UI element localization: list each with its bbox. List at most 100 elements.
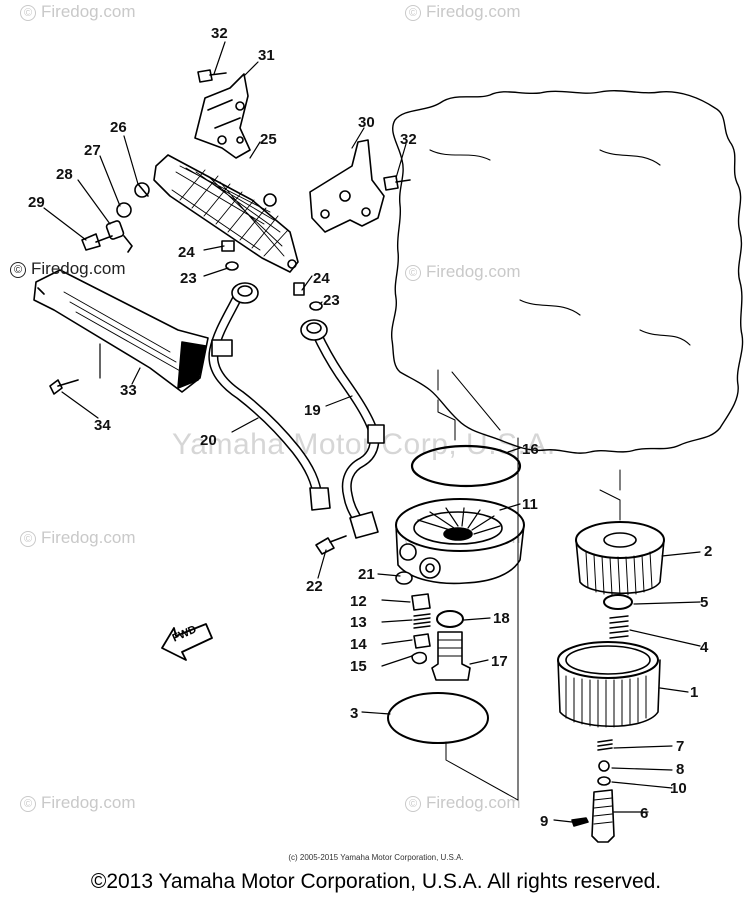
callout-label: 14 bbox=[350, 636, 367, 653]
watermark-text: Firedog.com bbox=[426, 2, 521, 21]
bolt-6 bbox=[591, 789, 615, 843]
callout-label: 22 bbox=[306, 578, 323, 595]
spring-7 bbox=[597, 739, 613, 751]
ball-15 bbox=[411, 651, 428, 665]
watermark-text: Firedog.com bbox=[41, 528, 136, 547]
copyright-icon: © bbox=[20, 531, 36, 547]
watermark: © Firedog.com bbox=[20, 2, 135, 22]
copyright-icon: © bbox=[20, 796, 36, 812]
copyright-icon: © bbox=[405, 796, 421, 812]
fitting-28 bbox=[105, 220, 125, 240]
washer-23 bbox=[225, 261, 239, 271]
footer-copyright: ©2013 Yamaha Motor Corporation, U.S.A. A… bbox=[90, 870, 662, 893]
copyright-icon: © bbox=[10, 262, 26, 278]
callout-label: 24 bbox=[313, 270, 330, 287]
plug-12 bbox=[411, 593, 431, 611]
spring-13 bbox=[413, 613, 431, 629]
copyright-icon: © bbox=[405, 265, 421, 281]
seat-14 bbox=[413, 633, 431, 649]
callout-label: 12 bbox=[350, 593, 367, 610]
o-ring-21 bbox=[395, 571, 413, 585]
callout-label: 17 bbox=[491, 653, 508, 670]
callout-leaders bbox=[43, 41, 701, 823]
bracket-30 bbox=[309, 139, 385, 233]
bracket-30-hole bbox=[339, 190, 351, 202]
cooler-port bbox=[287, 259, 297, 269]
ball-8 bbox=[598, 760, 610, 772]
callout-label: 32 bbox=[211, 25, 228, 42]
engine-outline bbox=[390, 90, 744, 454]
callout-label: 3 bbox=[350, 705, 359, 722]
callout-label: 10 bbox=[670, 780, 687, 797]
pin-9 bbox=[571, 817, 589, 827]
filter-cover-1 bbox=[557, 659, 661, 727]
watermark-text: Firedog.com bbox=[31, 259, 126, 278]
washer-5 bbox=[603, 594, 633, 610]
callout-label: 18 bbox=[493, 610, 510, 627]
oil-cooler-25 bbox=[153, 154, 299, 273]
callout-label: 26 bbox=[110, 119, 127, 136]
callout-label: 1 bbox=[690, 684, 699, 701]
bracket-30-hole bbox=[320, 209, 330, 219]
bracket-31-hole bbox=[235, 101, 245, 111]
copyright-icon: © bbox=[405, 5, 421, 21]
watermark-dark: © Firedog.com bbox=[10, 259, 125, 279]
copyright-icon: © bbox=[20, 5, 36, 21]
watermark: © Firedog.com bbox=[405, 793, 520, 813]
washer-10 bbox=[597, 776, 611, 786]
hose-20 bbox=[208, 287, 323, 503]
watermark-text: Firedog.com bbox=[41, 2, 136, 21]
spring-4 bbox=[609, 615, 629, 639]
callout-label: 9 bbox=[540, 813, 549, 830]
callout-label: 8 bbox=[676, 761, 685, 778]
callout-label: 7 bbox=[676, 738, 685, 755]
watermark: © Firedog.com bbox=[20, 793, 135, 813]
callout-label: 21 bbox=[358, 566, 375, 583]
fitting-29 bbox=[81, 233, 113, 251]
callout-label: 30 bbox=[358, 114, 375, 131]
gasket-3 bbox=[387, 692, 489, 744]
callout-label: 5 bbox=[700, 594, 709, 611]
callout-label: 2 bbox=[704, 543, 713, 560]
callout-label: 19 bbox=[304, 402, 321, 419]
watermark: © Firedog.com bbox=[405, 2, 520, 22]
o-ring-18 bbox=[436, 610, 464, 628]
bolt-22 bbox=[315, 535, 347, 555]
watermark-text: Firedog.com bbox=[426, 262, 521, 281]
callout-label: 24 bbox=[178, 244, 195, 261]
bolt-32 bbox=[383, 175, 411, 191]
callout-label: 34 bbox=[94, 417, 111, 434]
watermark-text: Firedog.com bbox=[426, 793, 521, 812]
callout-label: 23 bbox=[323, 292, 340, 309]
callout-label: 16 bbox=[522, 441, 539, 458]
callout-label: 23 bbox=[180, 270, 197, 287]
callout-label: 31 bbox=[258, 47, 275, 64]
callout-label: 20 bbox=[200, 432, 217, 449]
callout-label: 15 bbox=[350, 658, 367, 675]
callout-label: 11 bbox=[522, 496, 538, 513]
fitting-24 bbox=[293, 282, 305, 296]
callout-label: 25 bbox=[260, 131, 277, 148]
fwd-arrow-icon bbox=[161, 623, 213, 661]
o-ring-16 bbox=[410, 444, 522, 488]
fitting-27 bbox=[116, 202, 132, 218]
callout-label: 13 bbox=[350, 614, 367, 631]
callout-label: 28 bbox=[56, 166, 73, 183]
screw-34 bbox=[49, 379, 79, 395]
bracket-30-hole bbox=[361, 207, 371, 217]
callout-label: 27 bbox=[84, 142, 101, 159]
bolt-32 bbox=[197, 69, 227, 83]
callout-label: 29 bbox=[28, 194, 45, 211]
leader-line bbox=[437, 369, 519, 801]
bracket-31-hole bbox=[236, 136, 244, 144]
watermark: © Firedog.com bbox=[405, 262, 520, 282]
washer-23 bbox=[309, 301, 323, 311]
callout-label: 33 bbox=[120, 382, 137, 399]
bracket-31-hole bbox=[217, 135, 227, 145]
callout-label: 6 bbox=[640, 805, 649, 822]
watermark: © Firedog.com bbox=[20, 528, 135, 548]
callout-label: 4 bbox=[700, 639, 709, 656]
watermark-text: Firedog.com bbox=[41, 793, 136, 812]
